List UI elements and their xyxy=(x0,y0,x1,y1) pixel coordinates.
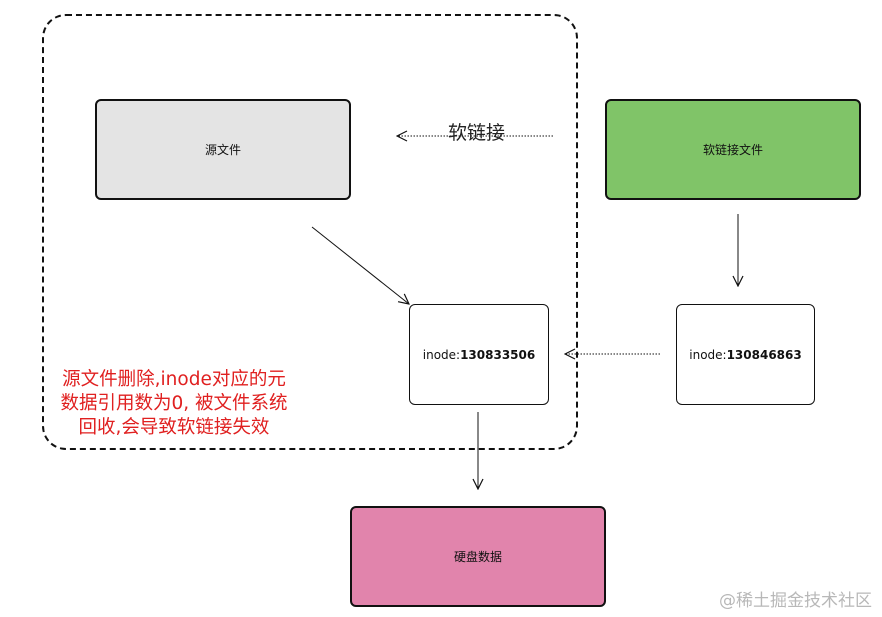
inode-source-number: 130833506 xyxy=(460,347,536,362)
edge-source-to-inode xyxy=(311,226,409,304)
source-file-label: 源文件 xyxy=(204,143,241,157)
disk-data-node: 硬盘数据 xyxy=(350,506,606,607)
annotation-line-3: 回收,会导致软链接失效 xyxy=(78,417,270,438)
annotation-line-1: 源文件删除,inode对应的元 xyxy=(62,369,286,390)
symlink-file-label: 软链接文件 xyxy=(702,143,763,157)
source-file-node: 源文件 xyxy=(95,99,351,200)
watermark: @稀土掘金技术社区 xyxy=(719,591,872,611)
inode-source-node: inode:130833506 xyxy=(409,304,549,405)
inode-symlink-node: inode:130846863 xyxy=(676,304,815,405)
symlink-file-node: 软链接文件 xyxy=(605,99,861,200)
inode-symlink-prefix: inode: xyxy=(689,347,727,362)
deletion-annotation: 源文件删除,inode对应的元 数据引用数为0, 被文件系统 回收,会导致软链接… xyxy=(44,368,304,440)
disk-data-label: 硬盘数据 xyxy=(453,550,502,564)
source-group-dashed-border xyxy=(42,14,578,450)
inode-symlink-number: 130846863 xyxy=(726,347,802,362)
symlink-edge-label: 软链接 xyxy=(448,122,506,144)
annotation-line-2: 数据引用数为0, 被文件系统 xyxy=(60,393,288,414)
inode-source-prefix: inode: xyxy=(422,347,461,362)
